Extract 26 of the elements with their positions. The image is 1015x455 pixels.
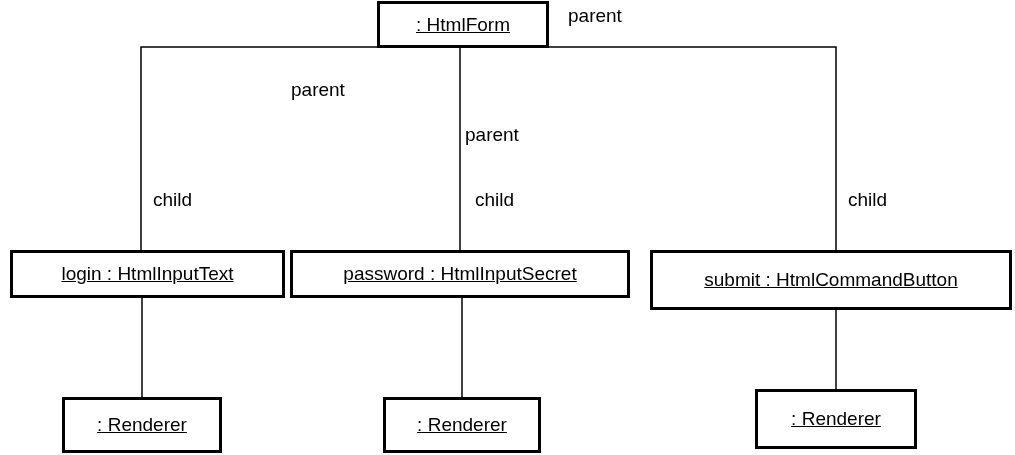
object-box: [755, 389, 917, 449]
object-box: [650, 250, 1012, 310]
role-label: child: [475, 189, 515, 211]
object-box: [62, 397, 222, 453]
object-name: password : HtmlInputSecret: [343, 263, 577, 285]
role-label: parent: [465, 124, 519, 146]
role-label: parent: [291, 79, 345, 101]
object-box: [290, 250, 630, 298]
object-box: [383, 397, 541, 453]
object-name: : Renderer: [417, 414, 507, 436]
connector-line: [548, 46, 837, 251]
role-label: child: [848, 189, 888, 211]
object-box: [377, 1, 549, 48]
connector-line: [461, 297, 463, 398]
object-name: login : HtmlInputText: [61, 263, 234, 285]
object-name: : Renderer: [97, 414, 187, 436]
connector-line: [835, 309, 837, 390]
connector-line: [140, 46, 378, 251]
object-name: submit : HtmlCommandButton: [704, 269, 958, 291]
role-label: parent: [568, 5, 622, 27]
object-name: : HtmlForm: [416, 13, 510, 36]
role-label: child: [153, 189, 193, 211]
connector-line: [459, 47, 461, 251]
connector-line: [141, 297, 143, 398]
object-box: [10, 250, 285, 298]
object-name: : Renderer: [791, 408, 881, 430]
